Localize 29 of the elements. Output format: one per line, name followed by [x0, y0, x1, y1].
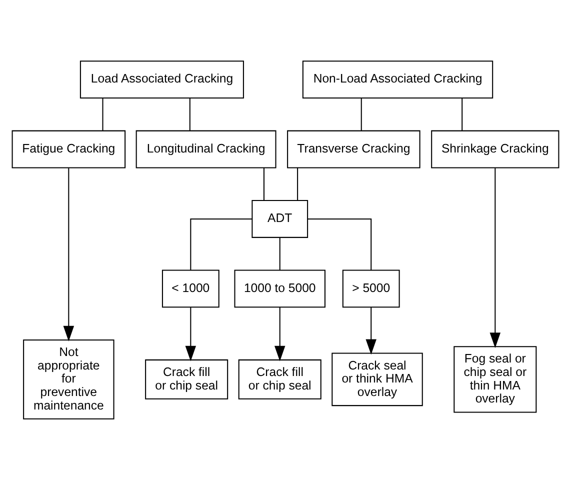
node-box: < 1000: [162, 270, 220, 308]
node-box: Crack fill or chip seal: [145, 359, 228, 400]
node-box: 1000 to 5000: [234, 270, 326, 308]
node-box: Longitudinal Cracking: [136, 130, 276, 168]
node-box: Not appropriate for preventive maintenance: [23, 339, 114, 420]
node-box: Transverse Cracking: [287, 130, 420, 168]
arrow: [185, 308, 196, 362]
node-box: Load Associated Cracking: [80, 60, 244, 99]
arrow: [274, 308, 286, 362]
node-box: Crack fill or chip seal: [238, 359, 322, 400]
node-box: Shrinkage Cracking: [431, 130, 560, 168]
connector: [189, 98, 190, 131]
node-box: Crack seal or think HMA overlay: [332, 352, 423, 406]
arrow: [366, 308, 376, 355]
connector: [308, 218, 372, 270]
connector: [190, 218, 252, 270]
connector: [279, 238, 280, 270]
node-box: > 5000: [342, 270, 400, 308]
connector: [102, 98, 104, 131]
arrow: [490, 168, 501, 348]
node-box: ADT: [252, 200, 308, 238]
arrow: [63, 168, 74, 342]
node-box: Fog seal or chip seal or thin HMA overlay: [454, 346, 537, 413]
connector: [297, 168, 298, 200]
connector: [263, 168, 264, 200]
connector: [360, 98, 362, 131]
node-box: Fatigue Cracking: [12, 130, 126, 168]
connector: [462, 98, 463, 131]
node-box: Non-Load Associated Cracking: [302, 60, 494, 99]
